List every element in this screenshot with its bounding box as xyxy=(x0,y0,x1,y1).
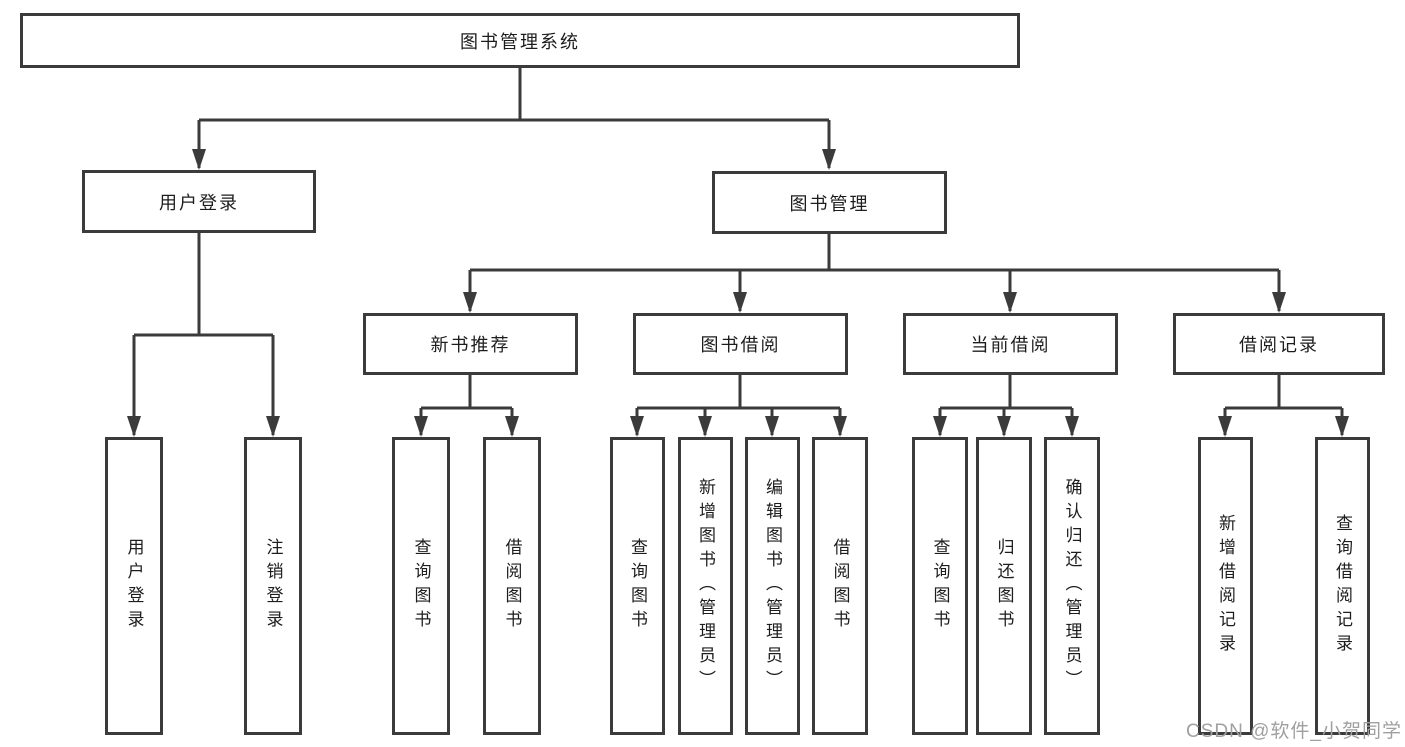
leaf-borrow-edit-books-admin-label: 编辑图书（管理员） xyxy=(763,478,782,694)
node-book-borrowing-label: 图书借阅 xyxy=(700,335,781,355)
leaf-records-query-record: 查询借阅记录 xyxy=(1315,437,1370,735)
leaf-records-add-record: 新增借阅记录 xyxy=(1198,437,1253,735)
leaf-records-query-record-label: 查询借阅记录 xyxy=(1333,514,1352,658)
node-current-borrowing-label: 当前借阅 xyxy=(970,335,1051,355)
node-user-login-label: 用户登录 xyxy=(159,192,239,213)
node-book-borrowing: 图书借阅 xyxy=(633,313,848,375)
node-book-management: 图书管理 xyxy=(712,171,947,234)
leaf-user-login-label: 用户登录 xyxy=(124,538,144,634)
leaf-logout: 注销登录 xyxy=(244,437,302,735)
leaf-borrow-edit-books-admin: 编辑图书（管理员） xyxy=(745,437,800,735)
node-user-login: 用户登录 xyxy=(82,170,316,233)
leaf-borrow-borrow-books: 借阅图书 xyxy=(812,437,868,735)
leaf-current-confirm-return-admin: 确认归还（管理员） xyxy=(1044,437,1100,735)
leaf-newrec-borrow-books: 借阅图书 xyxy=(483,437,541,735)
leaf-logout-label: 注销登录 xyxy=(263,538,283,634)
leaf-current-query-books-label: 查询图书 xyxy=(930,538,950,634)
leaf-newrec-borrow-books-label: 借阅图书 xyxy=(502,538,522,634)
node-borrowing-records: 借阅记录 xyxy=(1173,313,1385,375)
leaf-borrow-add-books-admin: 新增图书（管理员） xyxy=(678,437,733,735)
node-new-book-recommend-label: 新书推荐 xyxy=(430,335,511,355)
leaf-current-confirm-return-admin-label: 确认归还（管理员） xyxy=(1062,478,1082,694)
leaf-current-return-books: 归还图书 xyxy=(976,437,1032,735)
leaf-newrec-query-books: 查询图书 xyxy=(392,437,450,735)
node-book-management-label: 图书管理 xyxy=(789,193,870,214)
leaf-borrow-borrow-books-label: 借阅图书 xyxy=(830,538,850,634)
csdn-watermark: CSDN @软件_小贺同学 xyxy=(1186,721,1402,742)
node-root: 图书管理系统 xyxy=(20,13,1020,68)
leaf-borrow-query-books: 查询图书 xyxy=(610,437,665,735)
node-new-book-recommend: 新书推荐 xyxy=(363,313,578,375)
node-root-label: 图书管理系统 xyxy=(460,31,580,52)
node-borrowing-records-label: 借阅记录 xyxy=(1239,335,1319,355)
leaf-borrow-query-books-label: 查询图书 xyxy=(628,538,647,634)
leaf-current-query-books: 查询图书 xyxy=(912,437,968,735)
leaf-newrec-query-books-label: 查询图书 xyxy=(411,538,431,634)
leaf-borrow-add-books-admin-label: 新增图书（管理员） xyxy=(696,478,715,694)
leaf-user-login: 用户登录 xyxy=(105,437,163,735)
leaf-records-add-record-label: 新增借阅记录 xyxy=(1216,514,1235,658)
node-current-borrowing: 当前借阅 xyxy=(903,313,1118,375)
leaf-current-return-books-label: 归还图书 xyxy=(994,538,1014,634)
